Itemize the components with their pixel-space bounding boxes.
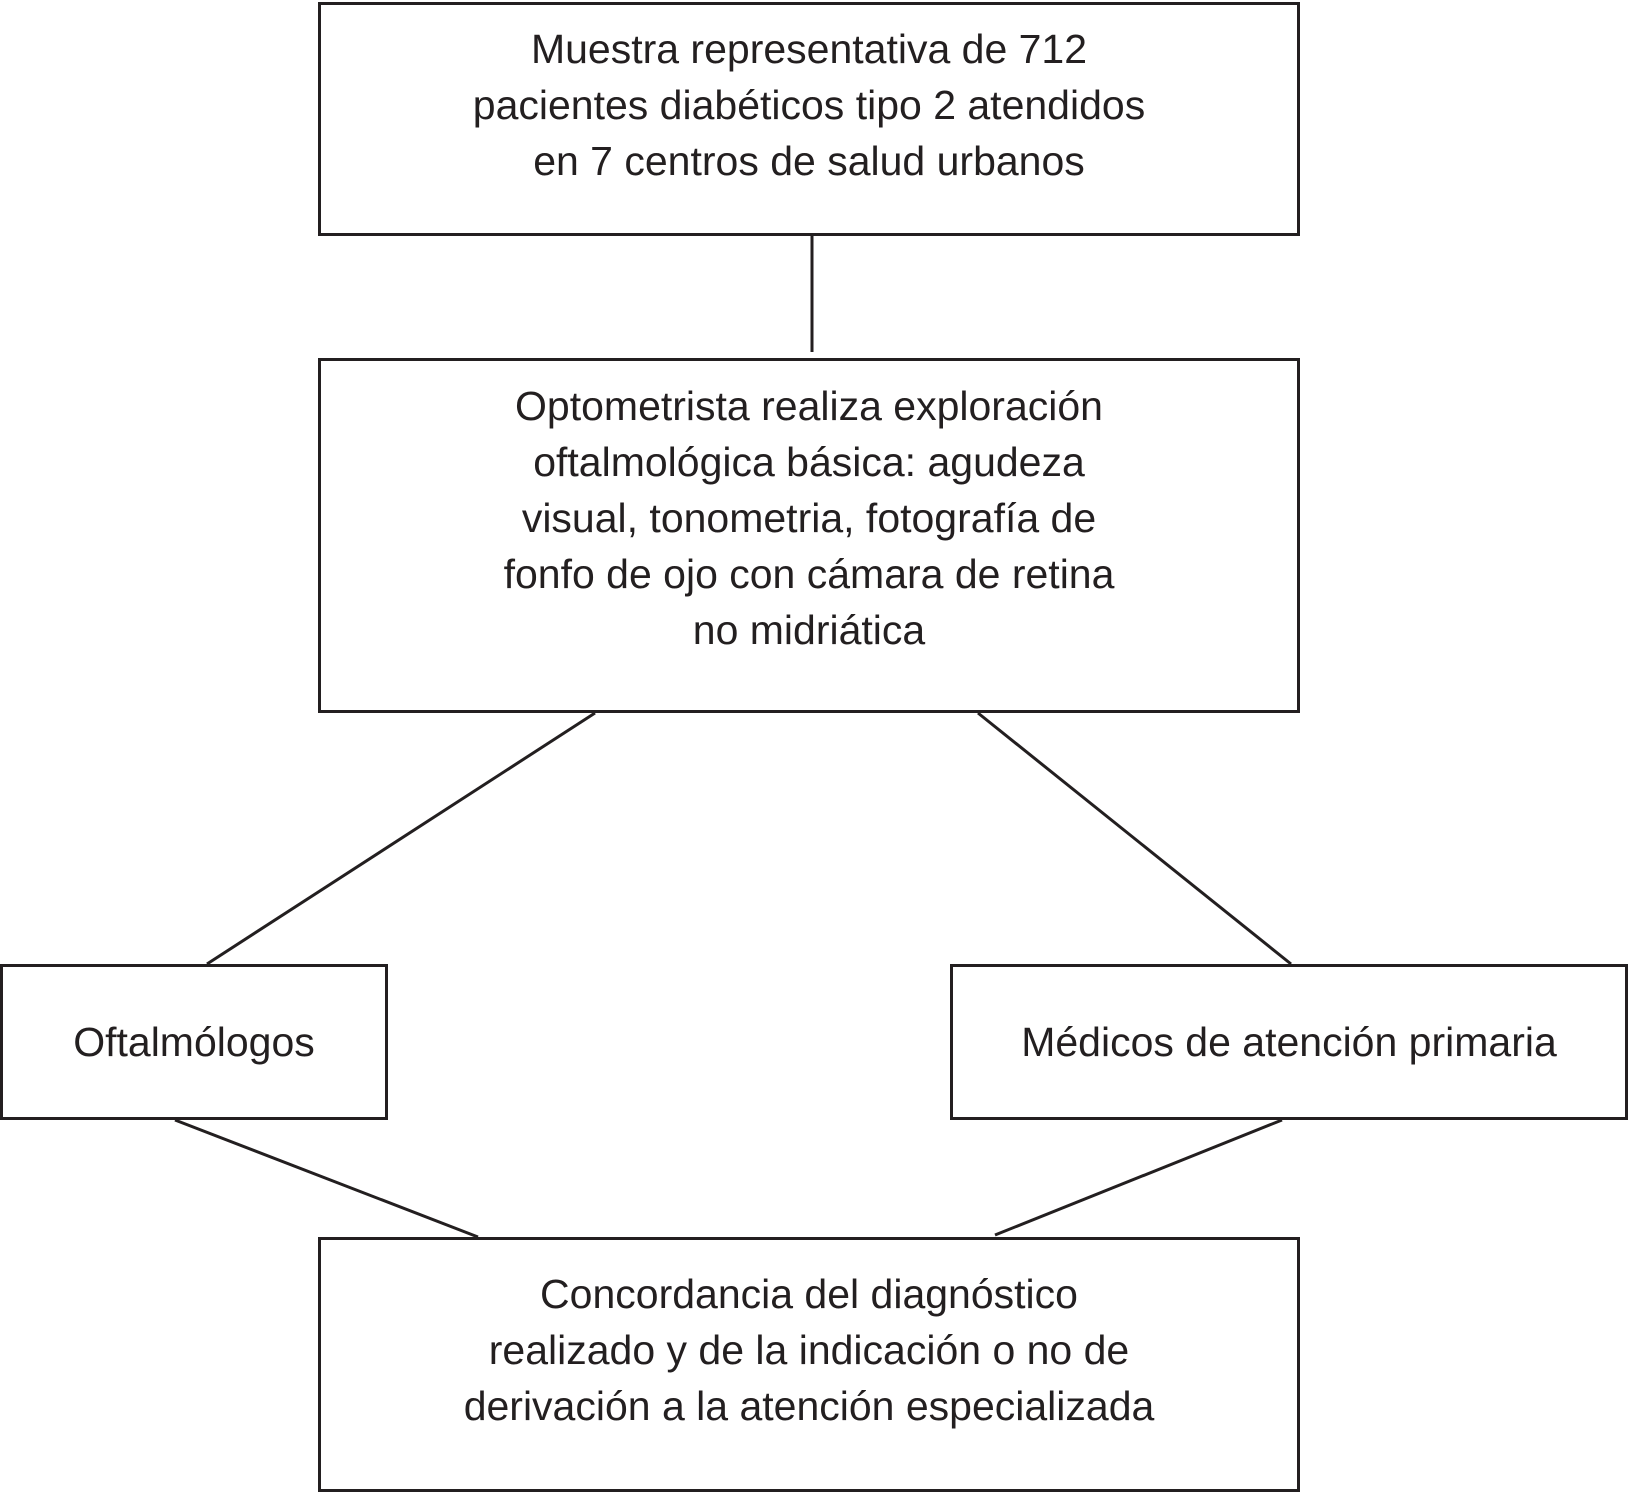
primary-care-box: Médicos de atención primaria [950, 964, 1628, 1120]
ophthalmologists-box: Oftalmólogos [0, 964, 388, 1120]
edge-optometrist-to-ophthalmologists [206, 711, 596, 966]
ophthalmologists-text: Oftalmólogos [73, 1019, 315, 1065]
sample-box: Muestra representativa de 712 pacientes … [318, 2, 1300, 236]
concordance-text: Concordancia del diagnóstico realizado y… [463, 1270, 1155, 1429]
optometrist-exam-text: Optometrista realiza exploración oftalmo… [503, 382, 1115, 653]
concordance-box: Concordancia del diagnóstico realizado y… [318, 1237, 1300, 1492]
edge-primary-care-to-concordance [994, 1118, 1283, 1237]
edge-optometrist-to-primary-care [977, 711, 1292, 966]
sample-text: Muestra representativa de 712 pacientes … [472, 26, 1146, 184]
edge-ophthalmologists-to-concordance [174, 1118, 479, 1239]
primary-care-text: Médicos de atención primaria [1021, 1019, 1557, 1065]
optometrist-exam-box: Optometrista realiza exploración oftalmo… [318, 358, 1300, 713]
